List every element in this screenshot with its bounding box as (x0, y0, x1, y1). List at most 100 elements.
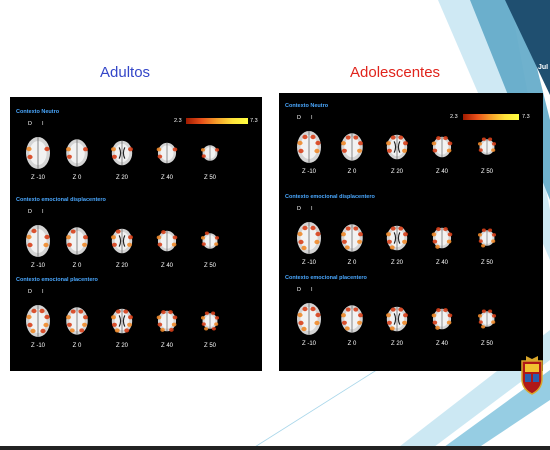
activation-blob (298, 239, 304, 245)
slice-label: Z 40 (435, 169, 449, 175)
activation-blob (200, 316, 206, 320)
activation-blob (156, 315, 162, 320)
brain-slice-image (195, 307, 225, 340)
colorbar-min: 2.3 (174, 118, 182, 124)
column-title-adolescentes: Adolescentes (350, 64, 441, 81)
slice-label: Z -10 (30, 175, 46, 181)
activation-blob (435, 244, 440, 249)
activation-blob (124, 328, 130, 333)
brain-slice-image (62, 224, 92, 263)
activation-blob (353, 307, 359, 312)
activation-blob (488, 309, 493, 313)
activation-blob (478, 320, 483, 324)
activation-blob (26, 234, 32, 240)
slice-label: Z 20 (115, 263, 129, 269)
activation-blob (302, 306, 308, 312)
activation-blob (386, 320, 392, 325)
activation-blob (69, 328, 75, 333)
activation-blob (111, 242, 117, 247)
activation-blob (44, 314, 50, 320)
activation-blob (358, 232, 363, 237)
activation-blob (298, 320, 304, 326)
activation-blob (161, 310, 166, 315)
activation-blob (123, 309, 129, 314)
slice-label: Z 20 (115, 343, 129, 349)
activation-blob (211, 327, 216, 331)
activation-blob (115, 229, 121, 234)
activation-blob (431, 141, 437, 146)
activation-blob (161, 230, 166, 235)
activation-blob (298, 148, 304, 154)
orientation-left-label: D (28, 209, 32, 215)
brain-slice-image (152, 225, 182, 262)
colorbar (463, 114, 519, 120)
activation-blob (44, 146, 50, 152)
activation-blob (315, 312, 321, 318)
orientation-left-label: D (28, 289, 32, 295)
activation-blob (357, 320, 363, 325)
orientation-right-label: I (311, 115, 313, 121)
activation-blob (156, 235, 162, 240)
brain-slice-image (337, 221, 367, 260)
orientation-right-label: I (42, 121, 44, 127)
activation-blob (402, 239, 408, 244)
activation-blob (111, 315, 116, 320)
brain-slice-image (294, 220, 324, 261)
brain-slice-image (427, 131, 457, 168)
university-crest-icon (521, 356, 543, 395)
activation-blob (436, 136, 441, 141)
brain-slice-image (427, 303, 457, 340)
activation-blob (341, 320, 347, 325)
activation-blob (27, 322, 33, 328)
slice-label: Z -10 (30, 343, 46, 349)
activation-blob (200, 148, 206, 152)
brain-slice-image (195, 227, 225, 260)
brain-slice-image (294, 129, 324, 170)
activation-blob (214, 236, 220, 240)
activation-blob (488, 228, 493, 232)
activation-blob (432, 148, 438, 153)
activation-blob (26, 146, 32, 152)
activation-blob (157, 242, 163, 247)
brain-slice-image (337, 130, 367, 169)
section-title: Contexto emocional displacentero (16, 197, 106, 203)
activation-blob (341, 141, 346, 146)
brain-slice-image (62, 136, 92, 175)
brain-slice-image (382, 302, 412, 341)
activation-blob (478, 239, 483, 243)
slice-label: Z 50 (203, 175, 217, 181)
colorbar (186, 118, 248, 124)
slice-label: Z 50 (480, 341, 494, 347)
orientation-left-label: D (297, 115, 301, 121)
activation-blob (171, 322, 177, 327)
slice-label: Z 40 (435, 341, 449, 347)
activation-blob (478, 148, 483, 152)
slice-label: Z -10 (301, 169, 317, 175)
activation-blob (66, 322, 72, 327)
activation-blob (114, 328, 120, 333)
slice-label: Z 50 (480, 169, 494, 175)
brain-slice-image (62, 304, 92, 343)
activation-blob (115, 309, 121, 314)
brain-slice-image (107, 224, 137, 263)
activation-blob (477, 233, 483, 237)
activation-blob (201, 242, 206, 246)
activation-blob (297, 231, 303, 237)
activation-blob (128, 315, 133, 320)
activation-blob (491, 148, 496, 152)
activation-blob (204, 327, 209, 331)
activation-blob (447, 141, 453, 146)
activation-blob (40, 328, 46, 334)
activation-blob (127, 322, 133, 327)
brain-slice-image (427, 222, 457, 259)
brain-slice-image (23, 135, 53, 176)
slice-label: Z 0 (72, 175, 82, 181)
activation-blob (398, 226, 404, 231)
activation-blob (82, 242, 88, 247)
slice-label: Z 40 (160, 175, 174, 181)
activation-blob (27, 154, 33, 160)
activation-blob (403, 313, 408, 318)
activation-blob (39, 308, 45, 314)
activation-blob (314, 320, 320, 326)
activation-blob (204, 311, 209, 315)
